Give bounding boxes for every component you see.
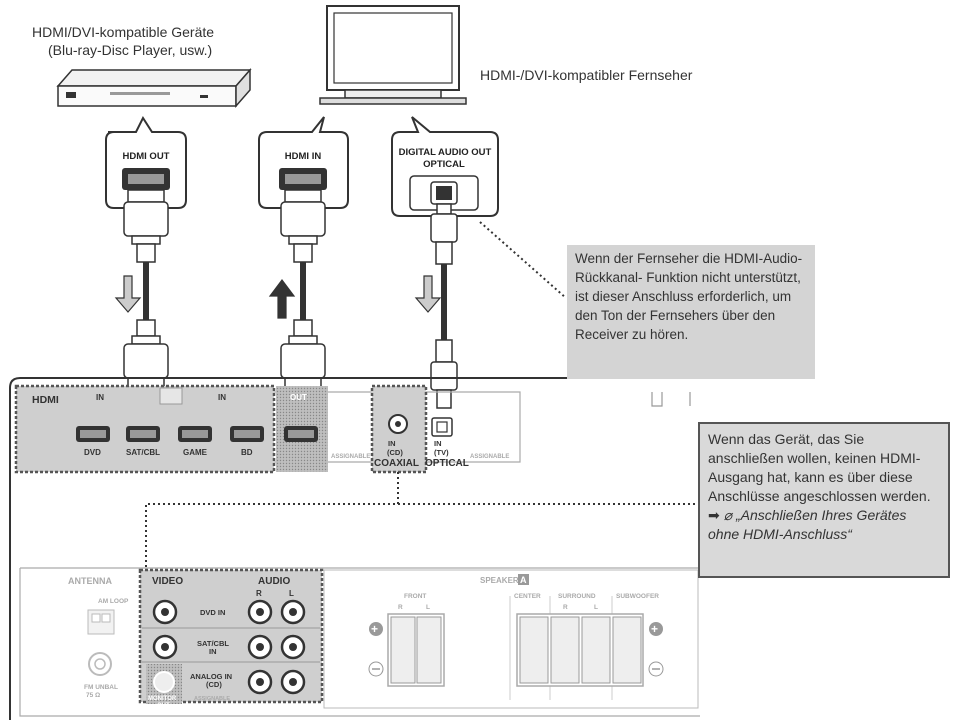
analog-cd-label: (CD) [206, 680, 222, 689]
satcbl-in-label: SAT/CBL [197, 639, 229, 648]
fm-unbal-label: FM UNBAL [84, 684, 118, 691]
surround-r-label: R [563, 604, 568, 611]
opt-in-label: IN [434, 439, 442, 448]
hdmi-cable-2 [268, 189, 326, 393]
arc-note: Wenn der Fernseher die HDMI-Audio-Rückka… [567, 245, 815, 379]
reference-icon: ⌀ [723, 507, 733, 523]
subwoofer-label: SUBWOOFER [616, 593, 659, 600]
no-hdmi-note-ref: „Anschließen Ihres Gerätes ohne HDMI-Ans… [708, 507, 907, 542]
hdmi-in-label-2: IN [218, 393, 226, 402]
hdmi-out-bubble [105, 115, 187, 209]
hdmi-in-bubble-label: HDMI IN [285, 151, 322, 162]
satcbl-label: SAT/CBL [126, 448, 160, 457]
satcbl-in-label-2: IN [209, 647, 217, 656]
assignable-label-2: ASSIGNABLE [470, 454, 509, 460]
opt-tv-label: (TV) [434, 448, 449, 457]
no-hdmi-note-text: Wenn das Gerät, das Sie anschließen woll… [708, 431, 931, 523]
svg-text:+: + [371, 622, 378, 636]
audio-l-label: L [289, 589, 294, 598]
coax-cd-label: (CD) [387, 448, 403, 457]
front-label: FRONT [404, 593, 426, 600]
tv-set [319, 5, 467, 105]
optical-label: OPTICAL [425, 458, 469, 469]
hdmi-out-label: OUT [290, 393, 307, 402]
center-label: CENTER [514, 593, 541, 600]
svg-text:+: + [651, 622, 658, 636]
speakers-label: SPEAKERS [480, 576, 525, 585]
assignable-label-1: ASSIGNABLE [331, 454, 370, 460]
assignable-label-3: ASSIGNABLE [194, 696, 230, 702]
ohm-label: 75 Ω [86, 692, 100, 699]
optical-bubble [391, 116, 499, 217]
video-label: VIDEO [152, 576, 183, 587]
tv-label: HDMI-/DVI-kompatibler Fernseher [480, 67, 693, 83]
hdmi-cable-1 [114, 189, 169, 393]
audio-r-label: R [256, 589, 262, 598]
optical-cable [414, 203, 458, 409]
analog-av-panel [138, 568, 324, 704]
antenna-label: ANTENNA [68, 576, 112, 586]
hdmi-output-panel [276, 386, 328, 472]
monitor-out-label: MONITOR [148, 696, 177, 702]
dvd-in-label: DVD IN [200, 608, 225, 617]
hdmi-in-label-1: IN [96, 393, 104, 402]
hdmi-input-panel [14, 384, 276, 474]
speakers-panel: + + [323, 569, 699, 709]
hdmi-in-bubble [258, 116, 349, 209]
game-label: GAME [183, 448, 208, 457]
monitor-out-label-2: OUT [157, 703, 170, 709]
hdmi-panel-label: HDMI [32, 394, 59, 406]
audio-label: AUDIO [258, 576, 290, 587]
hdmi-devices-label: HDMI/DVI-kompatible Geräte [32, 24, 215, 40]
coaxial-label: COAXIAL [374, 458, 419, 469]
no-hdmi-note: Wenn das Gerät, das Sie anschließen woll… [698, 422, 950, 578]
optical-jack [431, 417, 453, 437]
dvd-label: DVD [84, 448, 101, 457]
bluray-player [56, 68, 252, 108]
analog-in-label: ANALOG IN [190, 672, 232, 681]
hdmi-out-bubble-label: HDMI OUT [123, 151, 170, 162]
optical-bubble-label: OPTICAL [423, 159, 465, 170]
coaxial-panel [370, 384, 428, 474]
coax-in-label: IN [388, 439, 396, 448]
surround-label: SURROUND [558, 593, 596, 600]
arc-leader-line [479, 221, 567, 299]
surround-l-label: L [594, 604, 598, 611]
hdmi-devices-sublabel: (Blu-ray-Disc Player, usw.) [48, 42, 213, 58]
analog-leader-line [145, 472, 399, 568]
front-r-label: R [398, 604, 403, 611]
antenna-panel [87, 609, 115, 676]
am-loop-label: AM LOOP [98, 598, 129, 605]
bd-label: BD [241, 448, 253, 457]
speakers-a-label: A [520, 575, 527, 585]
front-l-label: L [426, 604, 430, 611]
digital-audio-out-label: DIGITAL AUDIO OUT [399, 147, 492, 158]
